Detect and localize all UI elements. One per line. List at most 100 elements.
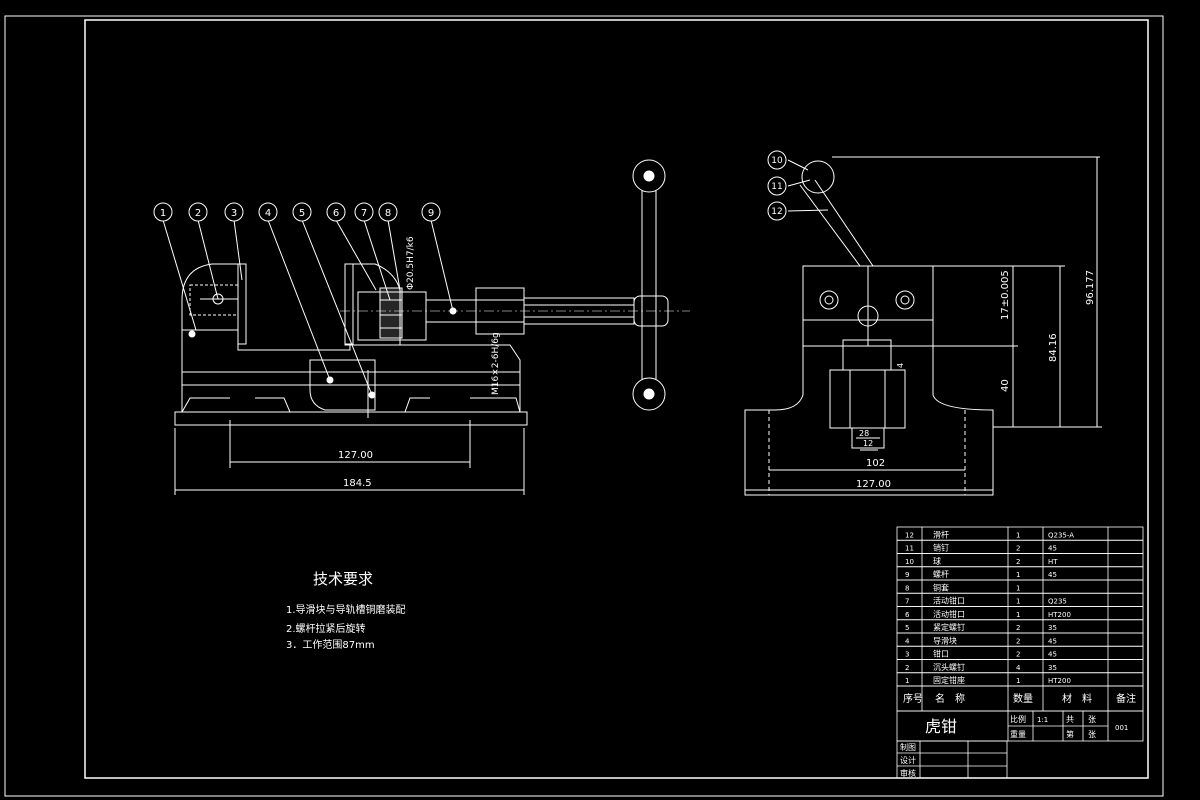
parts-cell-qty: 2 bbox=[1016, 624, 1020, 632]
parts-cell-no: 5 bbox=[905, 624, 909, 632]
unit-label: 张 bbox=[1088, 715, 1096, 724]
dim-small3-label: 28 bbox=[859, 429, 869, 438]
balloon-label: 10 bbox=[771, 156, 783, 166]
parts-cell-qty: 4 bbox=[1016, 664, 1021, 672]
parts-cell-material: 35 bbox=[1048, 664, 1057, 672]
side-ball bbox=[801, 160, 835, 194]
dim-h2-label: 40 bbox=[1000, 379, 1011, 392]
designed-label: 设计 bbox=[900, 755, 916, 765]
balloon-circle bbox=[258, 202, 278, 222]
parts-cell-material: 45 bbox=[1048, 651, 1057, 659]
title-block bbox=[896, 685, 1144, 779]
tech-req-heading: 技术要求 bbox=[313, 570, 374, 588]
side-slider bbox=[829, 369, 906, 429]
parts-cell-no: 4 bbox=[905, 637, 910, 645]
side-view bbox=[744, 156, 1102, 496]
parts-cell-name: 沉头螺钉 bbox=[933, 662, 965, 672]
weight-label: 重量 bbox=[1010, 729, 1026, 739]
parts-cell-name: 固定钳座 bbox=[933, 675, 965, 685]
dim-h3-label: 84.16 bbox=[1048, 333, 1059, 362]
scale-value: 1:1 bbox=[1037, 716, 1048, 724]
inner-border bbox=[84, 19, 1149, 779]
balloon-label: 9 bbox=[428, 208, 434, 219]
dim-h4-label: 96.177 bbox=[1085, 270, 1096, 305]
header-material: 材 料 bbox=[1062, 692, 1092, 705]
total-label: 共 bbox=[1066, 715, 1074, 724]
parts-cell-name: 滑杆 bbox=[933, 529, 949, 539]
guide-slider bbox=[309, 359, 376, 411]
balloon-label: 6 bbox=[333, 208, 339, 219]
parts-cell-material: 45 bbox=[1048, 545, 1057, 553]
parts-cell-no: 9 bbox=[905, 571, 909, 579]
title-block-text: 序号 名 称 数量 材 料 备注 虎钳 比例 1:1 重量 共 张 第 张 00… bbox=[900, 692, 1136, 778]
dim-thread-label: M16×2-6H/6g bbox=[491, 332, 501, 395]
balloon-label: 4 bbox=[265, 208, 271, 219]
handle-ball-bottom bbox=[632, 377, 666, 411]
tech-req-item-3: 3．工作范围87mm bbox=[286, 640, 375, 651]
tech-req-item-2: 2.螺杆拉紧后旋转 bbox=[286, 624, 366, 635]
side-body bbox=[744, 345, 994, 496]
parts-cell-no: 11 bbox=[905, 545, 914, 553]
balloon-circle bbox=[188, 202, 208, 222]
parts-cell-qty: 2 bbox=[1016, 545, 1020, 553]
balloon-label: 1 bbox=[160, 208, 166, 219]
parts-cell-qty: 2 bbox=[1016, 637, 1020, 645]
balloon-circle bbox=[421, 202, 441, 222]
side-screw-left bbox=[819, 290, 839, 310]
parts-cell-name: 活动钳口 bbox=[933, 609, 965, 619]
parts-cell-name: 紧定螺钉 bbox=[933, 622, 965, 632]
checked-label: 审核 bbox=[900, 768, 916, 778]
parts-cell-name: 导滑块 bbox=[933, 635, 957, 645]
fixed-body bbox=[181, 263, 521, 413]
balloon-circle bbox=[326, 202, 346, 222]
parts-cell-material: HT200 bbox=[1048, 611, 1071, 619]
parts-cell-no: 7 bbox=[905, 598, 909, 606]
parts-cell-material: Q235-A bbox=[1048, 531, 1074, 539]
drawing-no: 001 bbox=[1115, 724, 1128, 732]
dim-side-inner-label: 102 bbox=[866, 458, 885, 469]
parts-cell-name: 钳口 bbox=[933, 649, 949, 659]
fixed-jaw-plate bbox=[237, 263, 247, 345]
balloon-circle bbox=[767, 150, 787, 170]
side-screw-center bbox=[857, 305, 879, 327]
drawn-label: 制图 bbox=[900, 742, 916, 752]
balloon-label: 2 bbox=[195, 208, 201, 219]
dim-h1-label: 17±0.005 bbox=[1000, 270, 1011, 320]
movable-jaw bbox=[344, 263, 401, 346]
balloon-label: 8 bbox=[385, 208, 391, 219]
header-qty: 数量 bbox=[1013, 692, 1033, 705]
parts-cell-qty: 1 bbox=[1016, 571, 1020, 579]
dimension-labels: 127.00 184.5 M16×2-6H/6g Φ20.5H7/k6 102 … bbox=[338, 236, 1096, 490]
balloon-label: 3 bbox=[231, 208, 237, 219]
parts-cell-name: 球 bbox=[933, 556, 941, 566]
balloon-circle bbox=[224, 202, 244, 222]
sheet-label: 第 bbox=[1066, 729, 1074, 739]
balloon-circle bbox=[767, 176, 787, 196]
parts-cell-no: 10 bbox=[905, 558, 914, 566]
tech-req-item-1: 1.导滑块与导轨槽铜磨装配 bbox=[286, 605, 406, 616]
header-note: 备注 bbox=[1116, 692, 1136, 705]
parts-cell-no: 2 bbox=[905, 664, 909, 672]
parts-cell-no: 1 bbox=[905, 677, 909, 685]
parts-cell-qty: 2 bbox=[1016, 558, 1020, 566]
balloon-label: 11 bbox=[771, 182, 782, 192]
unit-label-2: 张 bbox=[1088, 730, 1096, 739]
scale-label: 比例 bbox=[1010, 714, 1026, 724]
parts-cell-name: 活动钳口 bbox=[933, 596, 965, 606]
outer-border bbox=[4, 15, 1164, 797]
parts-cell-material: 45 bbox=[1048, 571, 1057, 579]
balloon-circle bbox=[378, 202, 398, 222]
header-no: 序号 bbox=[903, 692, 923, 705]
parts-cell-qty: 1 bbox=[1016, 531, 1020, 539]
balloon-circle bbox=[767, 201, 787, 221]
balloon-circle bbox=[153, 202, 173, 222]
parts-cell-name: 铜套 bbox=[933, 582, 949, 592]
dim-small1-label: 4 bbox=[896, 363, 905, 368]
dim-side-outer-label: 127.00 bbox=[856, 479, 891, 490]
balloon-label: 5 bbox=[299, 208, 305, 219]
parts-cell-qty: 1 bbox=[1016, 584, 1020, 592]
side-screw-right bbox=[895, 290, 915, 310]
